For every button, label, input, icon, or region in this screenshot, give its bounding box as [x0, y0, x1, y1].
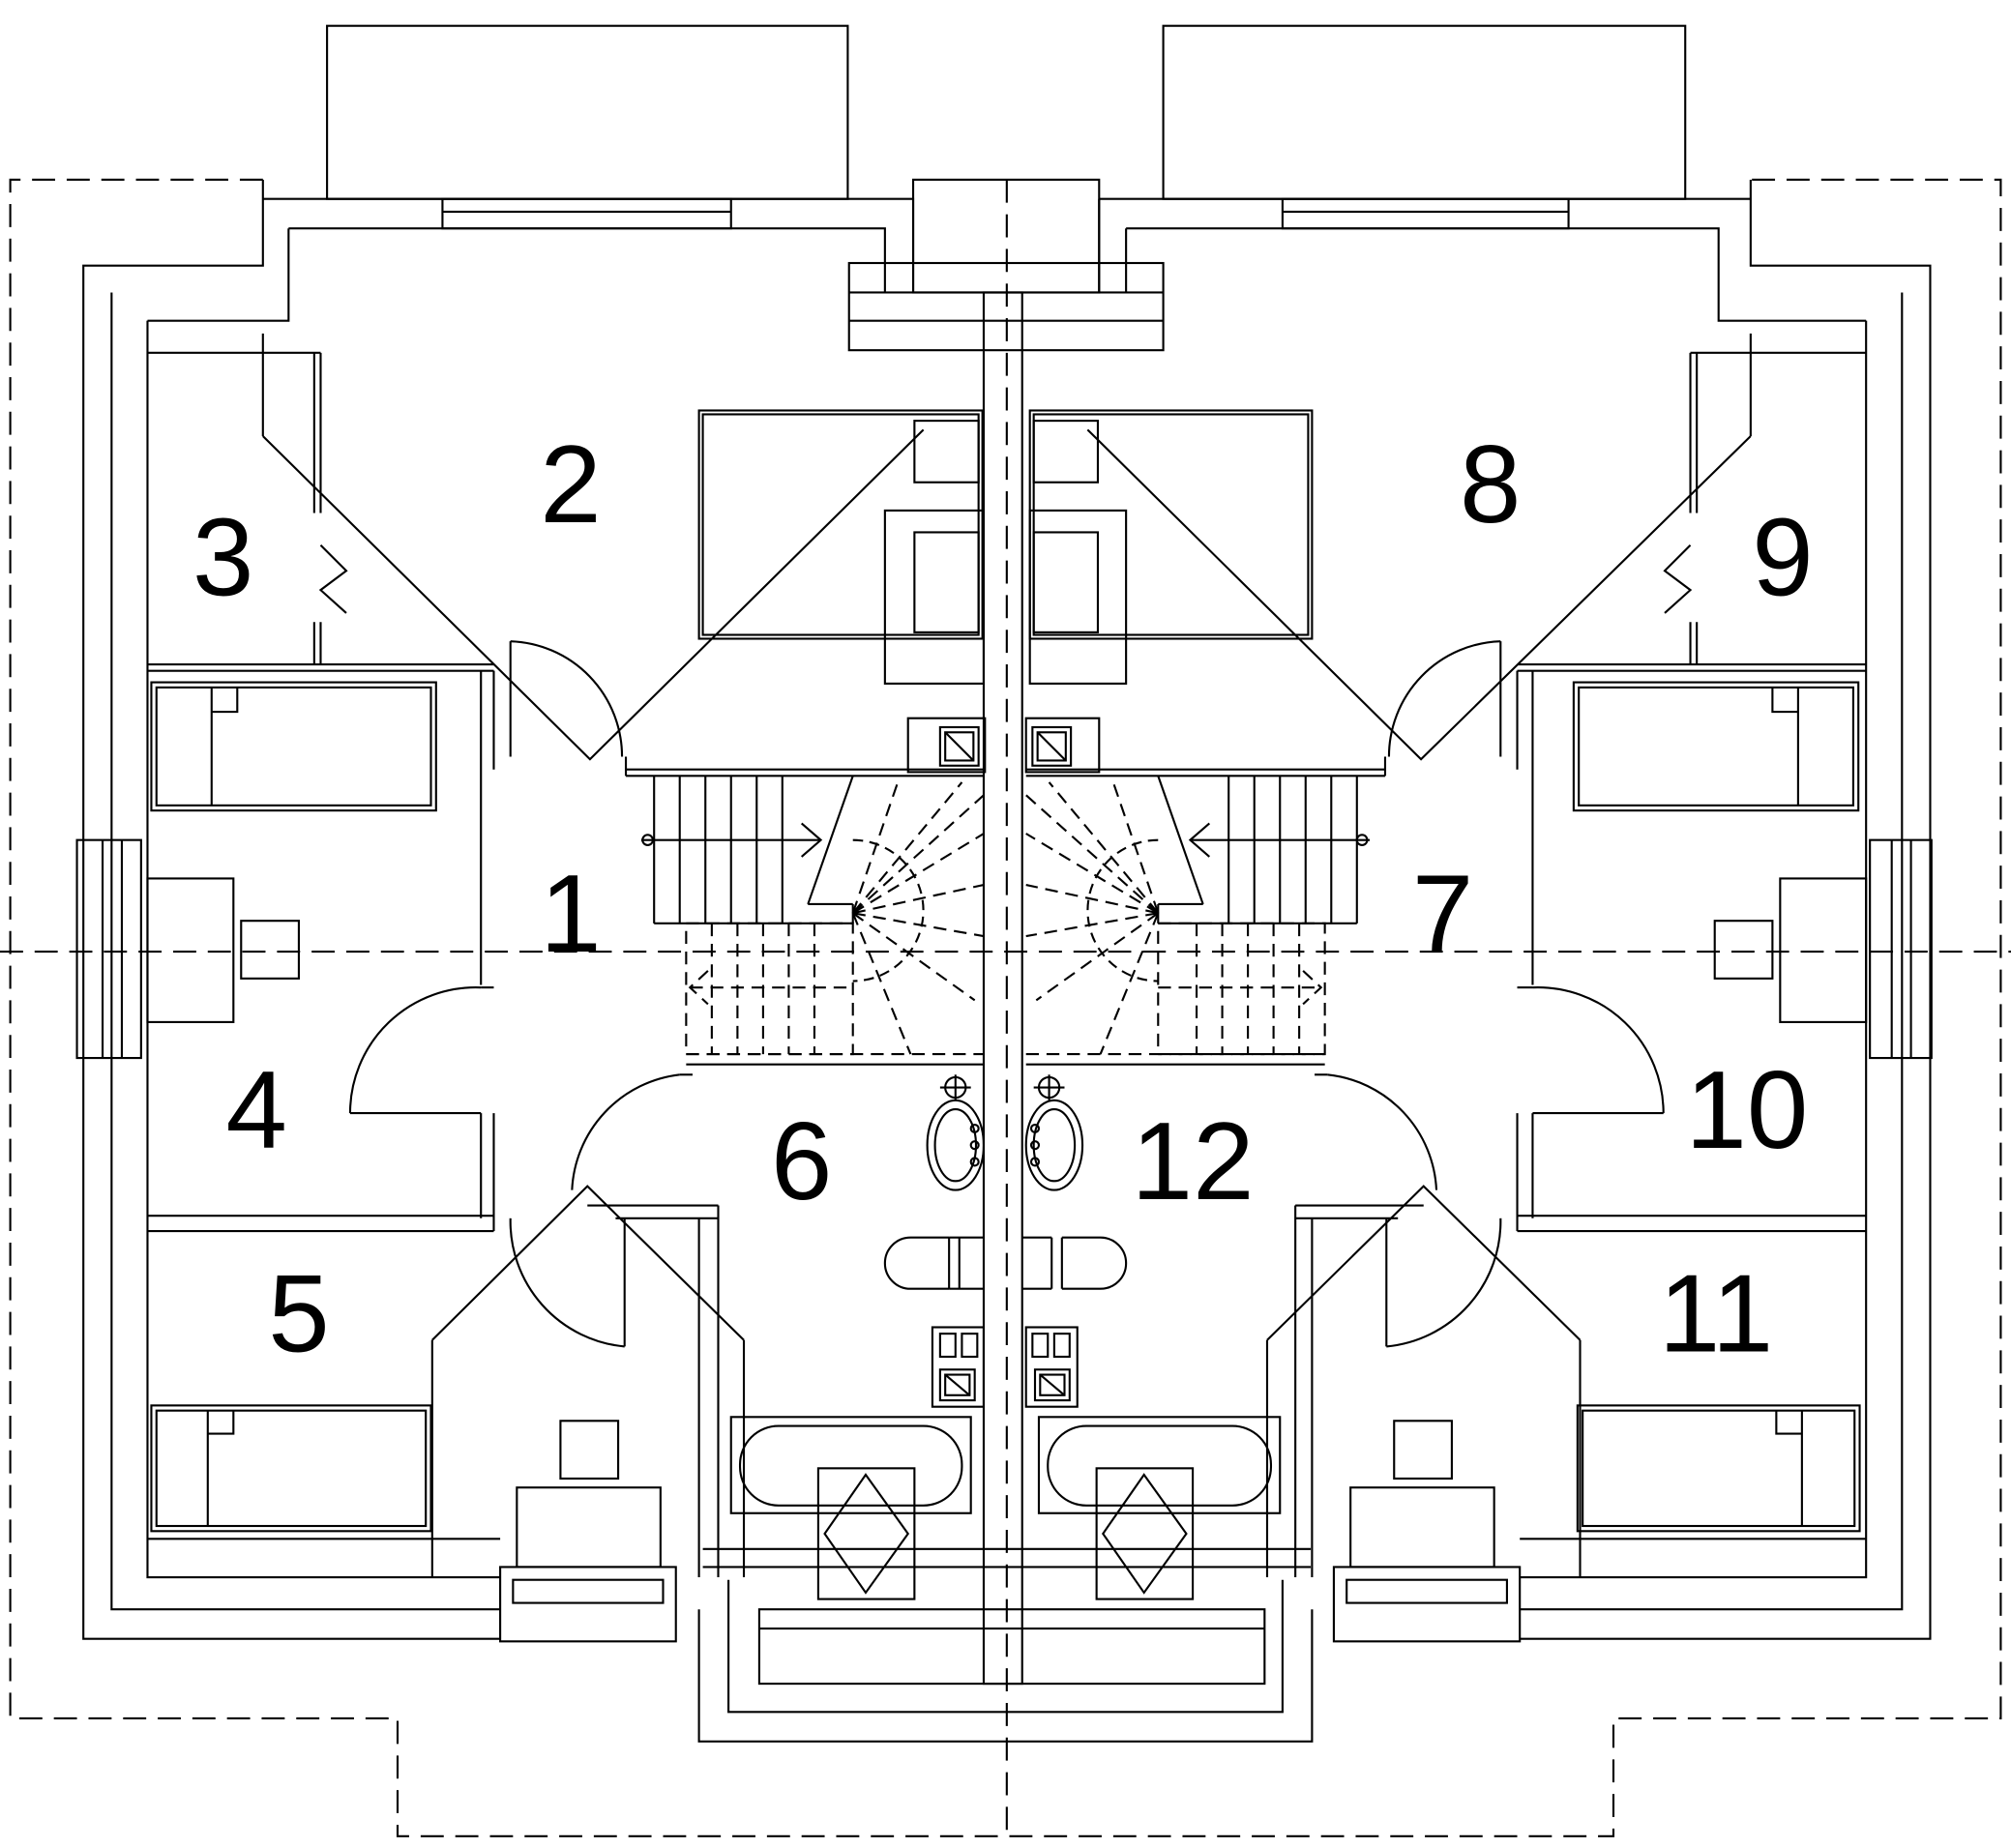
- staircase-left: [624, 756, 985, 1066]
- room-8-label: 8: [1460, 424, 1521, 546]
- cabinets: [697, 409, 1314, 685]
- bottom-windows: [499, 1566, 1522, 1643]
- doors: [348, 640, 1665, 1348]
- room-10-label: 10: [1685, 1049, 1808, 1172]
- outer-walls: [82, 178, 1932, 1743]
- washbasins: [926, 1074, 1084, 1191]
- room-11-label: 11: [1659, 1253, 1773, 1376]
- skylights: [816, 1467, 1195, 1600]
- beds: [150, 681, 1861, 1533]
- room-9-label: 9: [1752, 496, 1813, 619]
- desks: [146, 877, 1868, 1569]
- roof-outline: [0, 178, 2011, 1837]
- staircase-right: [1025, 756, 1387, 1066]
- toilets: [883, 1236, 1128, 1290]
- bathtubs: [729, 1416, 1282, 1514]
- room-2-label: 2: [540, 424, 601, 546]
- room-3-label: 3: [192, 496, 253, 619]
- room-5-label: 5: [268, 1253, 329, 1376]
- room-labels: 1 2 3 4 5 6 7 8 9 10 11 12: [192, 424, 1814, 1376]
- room-6-label: 6: [771, 1100, 832, 1223]
- room-7-label: 7: [1412, 853, 1473, 976]
- room-12-label: 12: [1132, 1100, 1255, 1223]
- interior-walls-left: [147, 351, 1312, 1578]
- chimneys: [906, 717, 1101, 1408]
- room-4-label: 4: [225, 1049, 286, 1172]
- interior-walls-right: [1265, 351, 1867, 1578]
- roof-diagonals: [261, 333, 1752, 1341]
- side-windows: [75, 838, 1933, 1060]
- dormers: [326, 24, 1687, 200]
- room-1-label: 1: [540, 853, 601, 976]
- top-windows: [441, 197, 1570, 352]
- party-wall: [982, 291, 1023, 1686]
